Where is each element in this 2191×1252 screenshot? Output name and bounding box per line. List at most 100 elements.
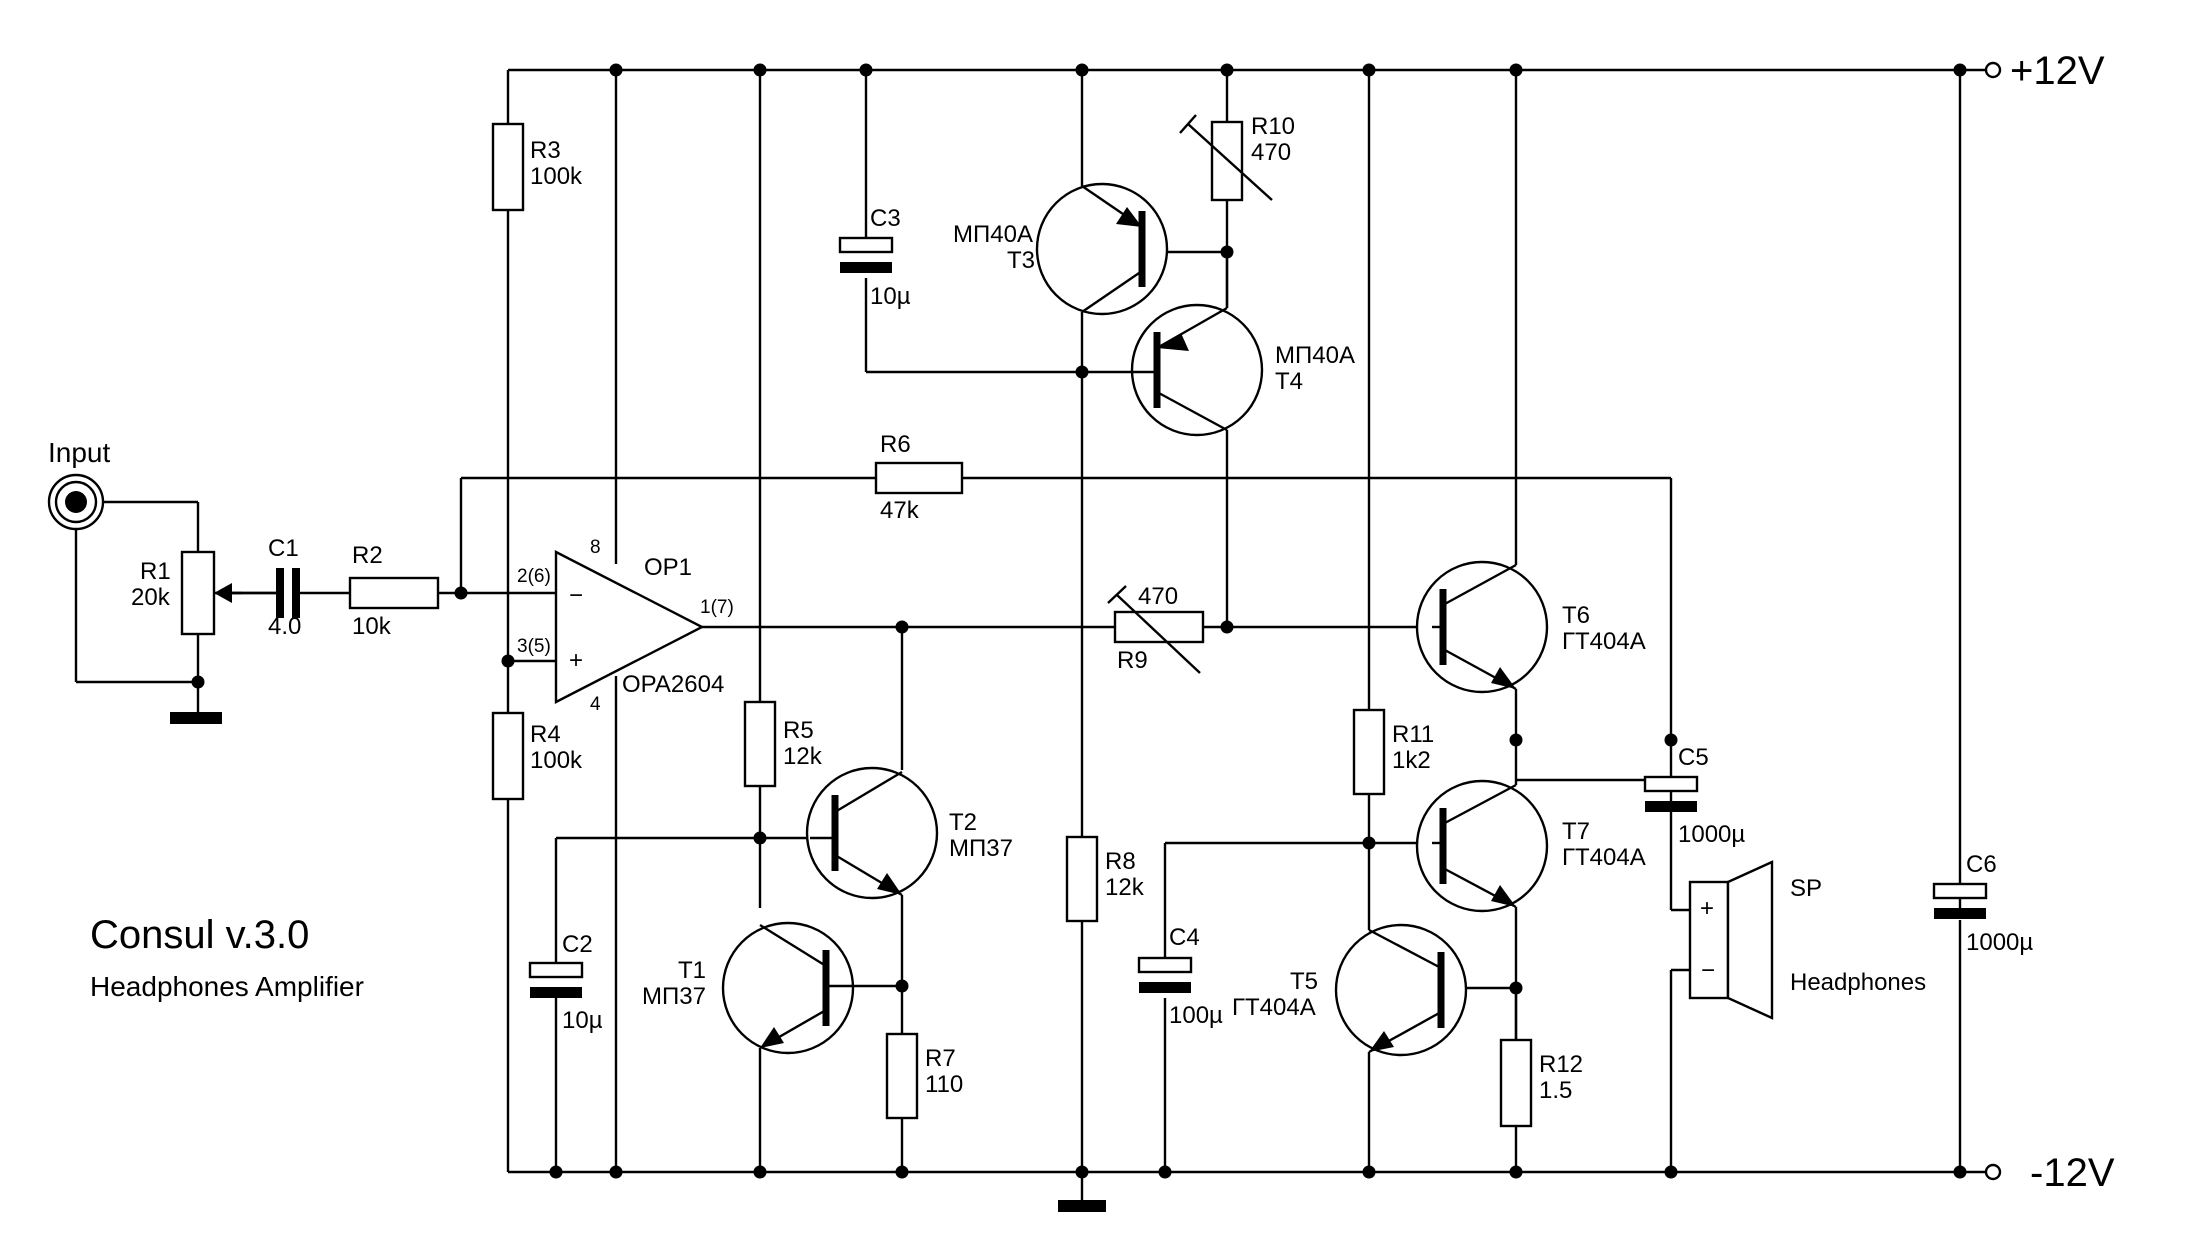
t5-part: ГТ404А	[1232, 994, 1316, 1021]
r3-ref: R3	[530, 137, 561, 164]
t5-ref: T5	[1290, 968, 1318, 995]
t4-part: МП40А	[1275, 342, 1355, 369]
r5-ref: R5	[783, 717, 814, 744]
r10-trimmer	[1179, 114, 1273, 202]
c2-ref: C2	[562, 931, 593, 958]
r8-value: 12k	[1105, 874, 1145, 901]
ground-symbol-input	[170, 712, 222, 724]
opamp-pin-vminus: 4	[590, 694, 601, 715]
t2-part: МП37	[949, 835, 1013, 862]
r4-resistor	[491, 711, 525, 801]
r7-ref: R7	[925, 1045, 956, 1072]
r4-value: 100k	[530, 747, 583, 774]
c5-capacitor	[1643, 775, 1699, 825]
negative-rail-label: -12V	[2030, 1151, 2115, 1195]
t4-ref: T4	[1275, 368, 1303, 395]
r1-value: 20k	[131, 584, 171, 611]
opamp-minus-sign: −	[569, 582, 583, 609]
r6-value: 47k	[880, 497, 920, 524]
r4-ref: R4	[530, 721, 561, 748]
positive-terminal-icon	[1984, 61, 2002, 79]
opamp-part: OPA2604	[622, 671, 724, 698]
r6-resistor	[874, 461, 964, 495]
r1-ref: R1	[140, 558, 171, 585]
t2-transistor	[805, 766, 939, 900]
c4-capacitor	[1137, 956, 1193, 993]
r7-resistor	[885, 1032, 919, 1120]
r11-ref: R11	[1392, 721, 1434, 748]
r8-ref: R8	[1105, 848, 1136, 875]
junction-dots	[191, 63, 1967, 1179]
speaker-label: Headphones	[1790, 969, 1926, 996]
positive-rail-label: +12V	[2010, 49, 2105, 93]
r11-value: 1k2	[1392, 747, 1431, 774]
c2-capacitor	[528, 961, 584, 998]
c1-value: 4.0	[268, 613, 301, 640]
t4-transistor	[1130, 303, 1264, 437]
c6-ref: C6	[1966, 851, 1997, 878]
t6-ref: T6	[1562, 602, 1590, 629]
c6-value: 1000µ	[1966, 929, 2033, 956]
opamp-plus-sign: +	[569, 647, 583, 674]
t1-ref: T1	[678, 957, 706, 984]
t3-ref: T3	[1007, 247, 1035, 274]
c3-ref: C3	[870, 205, 901, 232]
r6-ref: R6	[880, 431, 911, 458]
c5-value: 1000µ	[1678, 821, 1745, 848]
c4-value: 100µ	[1169, 1002, 1223, 1029]
c3-capacitor	[838, 236, 894, 273]
r7-value: 110	[925, 1071, 963, 1098]
negative-terminal-icon	[1984, 1163, 2002, 1181]
ground-symbol-main	[1058, 1200, 1106, 1212]
opamp-pin-noninverting: 3(5)	[517, 636, 551, 657]
c1-ref: C1	[268, 535, 299, 562]
r2-value: 10k	[352, 613, 392, 640]
r9-trimmer	[1107, 585, 1205, 674]
t3-part: МП40А	[953, 221, 1033, 248]
speaker-minus: −	[1701, 957, 1715, 984]
t6-transistor	[1415, 560, 1549, 694]
opamp-pin-inverting: 2(6)	[517, 566, 551, 587]
t3-transistor	[1035, 182, 1169, 316]
t7-ref: T7	[1562, 818, 1590, 845]
c5-ref: C5	[1678, 744, 1709, 771]
input-jack-icon	[47, 473, 105, 531]
r8-resistor	[1065, 835, 1099, 923]
t7-transistor	[1415, 779, 1549, 913]
title-main: Consul v.3.0	[90, 913, 309, 957]
r2-ref: R2	[352, 542, 383, 569]
wires	[74, 68, 1985, 1174]
t5-transistor	[1334, 923, 1468, 1057]
opamp-pin-vplus: 8	[590, 537, 601, 558]
r12-ref: R12	[1539, 1051, 1583, 1078]
t2-ref: T2	[949, 809, 977, 836]
t1-transistor	[721, 921, 860, 1055]
speaker-icon	[1688, 860, 1774, 1020]
r10-ref: R10	[1251, 113, 1295, 140]
c4-ref: C4	[1169, 924, 1200, 951]
r3-resistor	[491, 122, 525, 212]
r2-resistor	[348, 576, 440, 610]
r12-resistor	[1499, 1038, 1533, 1128]
t6-part: ГТ404А	[1562, 628, 1646, 655]
opamp-pin-output: 1(7)	[700, 597, 734, 618]
opamp-ref: OP1	[644, 554, 692, 581]
speaker-plus: +	[1700, 895, 1714, 922]
c2-value: 10µ	[562, 1007, 603, 1034]
opamp-triangle	[554, 550, 705, 704]
r5-value: 12k	[783, 743, 823, 770]
input-label: Input	[48, 437, 110, 468]
r11-resistor	[1352, 708, 1386, 796]
c3-value: 10µ	[870, 283, 911, 310]
r9-value: 470	[1138, 583, 1178, 610]
r10-value: 470	[1251, 139, 1291, 166]
t7-part: ГТ404А	[1562, 844, 1646, 871]
t1-part: МП37	[642, 983, 706, 1010]
c6-capacitor	[1932, 882, 1988, 919]
r9-ref: R9	[1117, 647, 1148, 674]
c1-capacitor	[242, 568, 300, 618]
r5-resistor	[743, 700, 777, 788]
speaker-ref: SP	[1790, 875, 1822, 902]
r3-value: 100k	[530, 163, 583, 190]
